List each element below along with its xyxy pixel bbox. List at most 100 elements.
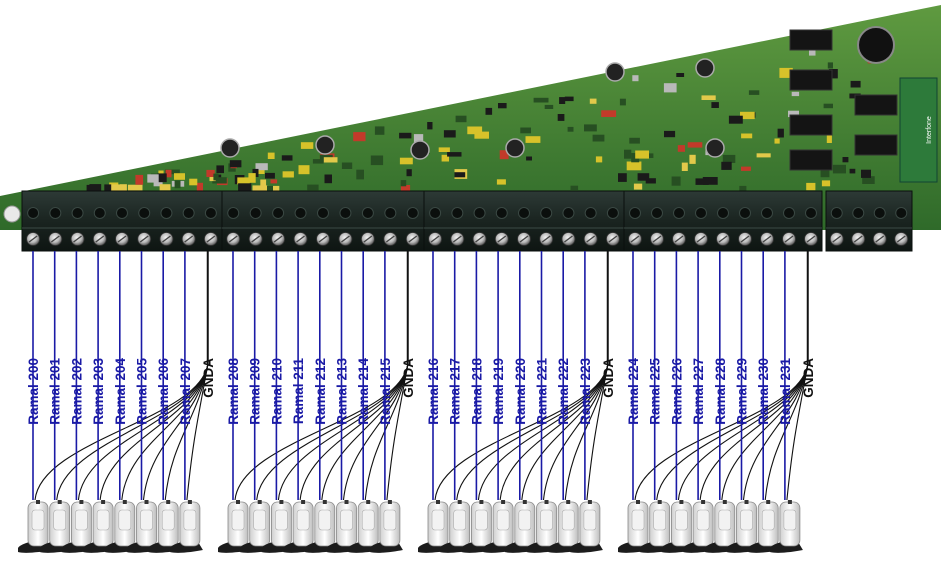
wire-entry [717,207,729,219]
pcb-part [298,165,310,175]
telephone-icon [439,500,473,553]
pcb-part [687,142,703,148]
pcb-part [544,104,554,109]
ground-label: GNDA [601,358,616,398]
wire-entry [562,207,575,219]
pcb-part [849,168,856,174]
extension-label: Ramal 215 [378,358,393,425]
telephone-icon [18,500,51,553]
pcb-part [533,97,549,103]
pcb-components [86,26,898,196]
telephone-icon [569,500,603,553]
wire-entry [852,207,865,219]
pcb-part [447,152,462,157]
pcb-part [601,110,617,117]
terminal-block [623,190,823,252]
pcb-part [711,102,719,108]
pcb-part [791,91,800,97]
telephone-icon [218,500,251,553]
ground-wire [299,364,409,501]
pcb-part [677,145,685,152]
pcb-part [229,160,242,168]
pcb-part [748,90,760,95]
pcb-part [633,183,643,190]
side-connector: Interfone [899,77,938,183]
pcb-part [820,168,830,178]
pcb-part [267,186,273,192]
telephone-icon [61,500,95,553]
ground-wire [386,364,409,501]
pcb-part [663,83,677,93]
pcb-part [282,171,294,178]
wire-entry [138,207,151,219]
ground-wire [656,364,809,501]
wire-entry [783,207,795,219]
ground-wire [699,364,809,501]
telephone-icon [639,500,673,553]
telephone-icon [126,500,160,553]
ic-chip [854,134,898,156]
pcb-part [624,149,632,159]
pcb-part [779,67,793,78]
wire-entry [873,207,886,219]
capacitor [220,138,240,158]
pcb-part [559,97,566,104]
pcb-part [499,150,509,160]
pcb-part [238,183,252,191]
pcb-part [689,154,696,164]
pcb-part [455,115,467,123]
wire-entry [93,207,106,219]
wire-entry [518,207,530,219]
wire-entry [805,207,817,219]
pcb-part [520,127,531,134]
pcb-part [618,173,627,182]
pcb-part [147,174,159,183]
wire-entry [294,207,307,219]
pcb-part [341,162,353,169]
wire-entry [160,207,173,219]
telephone-icon [39,500,73,553]
terminal-block [423,190,625,252]
wire-entry [204,207,217,219]
pcb-part [619,98,626,106]
pcb-part [645,178,656,184]
extension-label: Ramal 222 [556,358,571,425]
pcb-part [862,176,875,184]
terminal-blocks [21,190,913,252]
pcb-part [165,169,180,175]
wires [32,251,809,501]
telephone-icon [769,500,803,553]
telephone-icon [618,500,651,553]
extension-label: Ramal 205 [135,358,150,425]
pcb-part [353,132,366,142]
pcb-part [265,172,275,179]
pcb-part [104,184,112,194]
wire-entry [651,207,663,219]
pcb-part [281,155,293,161]
wire-entry [629,207,641,219]
wire-entry [739,207,751,219]
pcb-part [739,185,747,192]
ground-wire [99,364,209,501]
extension-label: Ramal 225 [648,358,663,425]
pcb-part [324,174,332,184]
telephone-icon [504,500,538,553]
extension-label: Ramal 213 [335,358,350,425]
wire-entry [895,207,908,219]
pcb-part [842,157,849,163]
wire-entry [249,207,262,219]
pcb-part [821,180,831,187]
pcb-part [570,185,579,190]
extension-label: Ramal 221 [535,358,550,425]
pcb-part [702,177,718,185]
ground-label: GNDA [201,358,216,398]
pcb-part [722,154,736,163]
mounting-hole [3,205,21,223]
wire-entry [272,207,285,219]
pcb-part [206,169,215,177]
extension-label: Ramal 224 [626,358,641,425]
pcb-part [111,184,121,194]
wire-entry [339,207,352,219]
